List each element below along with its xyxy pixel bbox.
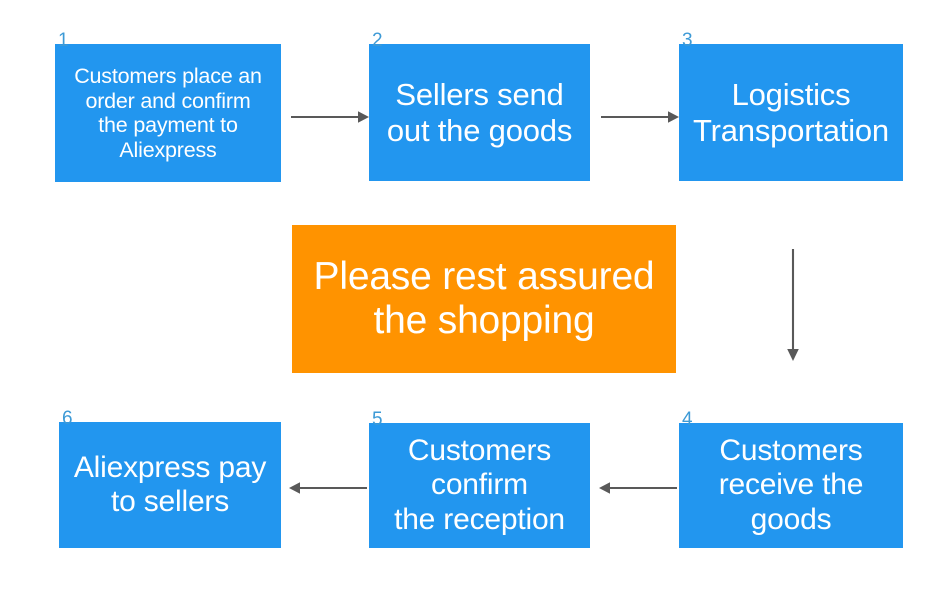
step-box-4-label: Customers receive the goods: [718, 434, 864, 536]
arrow-step4-to-step5: [599, 482, 677, 494]
step-box-1-label: Customers place an order and confirm the…: [74, 64, 262, 162]
highlight-banner-label: Please rest assured the shopping: [313, 254, 655, 342]
step-box-5-label: Customers confirm the reception: [394, 434, 565, 536]
step-box-6[interactable]: Aliexpress pay to sellers: [59, 422, 281, 548]
step-number-6: 6: [62, 408, 73, 429]
step-number-5: 5: [372, 409, 383, 430]
arrow-step1-to-step2: [291, 111, 369, 123]
step-box-6-label: Aliexpress pay to sellers: [73, 450, 267, 518]
step-number-3: 3: [682, 30, 693, 51]
step-box-4[interactable]: Customers receive the goods: [679, 423, 903, 548]
arrow-step5-to-step6: [289, 482, 367, 494]
step-number-1: 1: [58, 30, 69, 51]
step-number-4: 4: [682, 409, 693, 430]
arrow-step3-to-step4: [787, 249, 799, 361]
step-box-2-label: Sellers send out the goods: [386, 77, 573, 148]
highlight-banner: Please rest assured the shopping: [292, 225, 676, 373]
step-box-5[interactable]: Customers confirm the reception: [369, 423, 590, 548]
step-box-3-label: Logistics Transportation: [693, 77, 889, 148]
arrow-step2-to-step3: [601, 111, 679, 123]
step-number-2: 2: [372, 30, 383, 51]
step-box-1[interactable]: Customers place an order and confirm the…: [55, 44, 281, 182]
step-box-2[interactable]: Sellers send out the goods: [369, 44, 590, 181]
step-box-3[interactable]: Logistics Transportation: [679, 44, 903, 181]
